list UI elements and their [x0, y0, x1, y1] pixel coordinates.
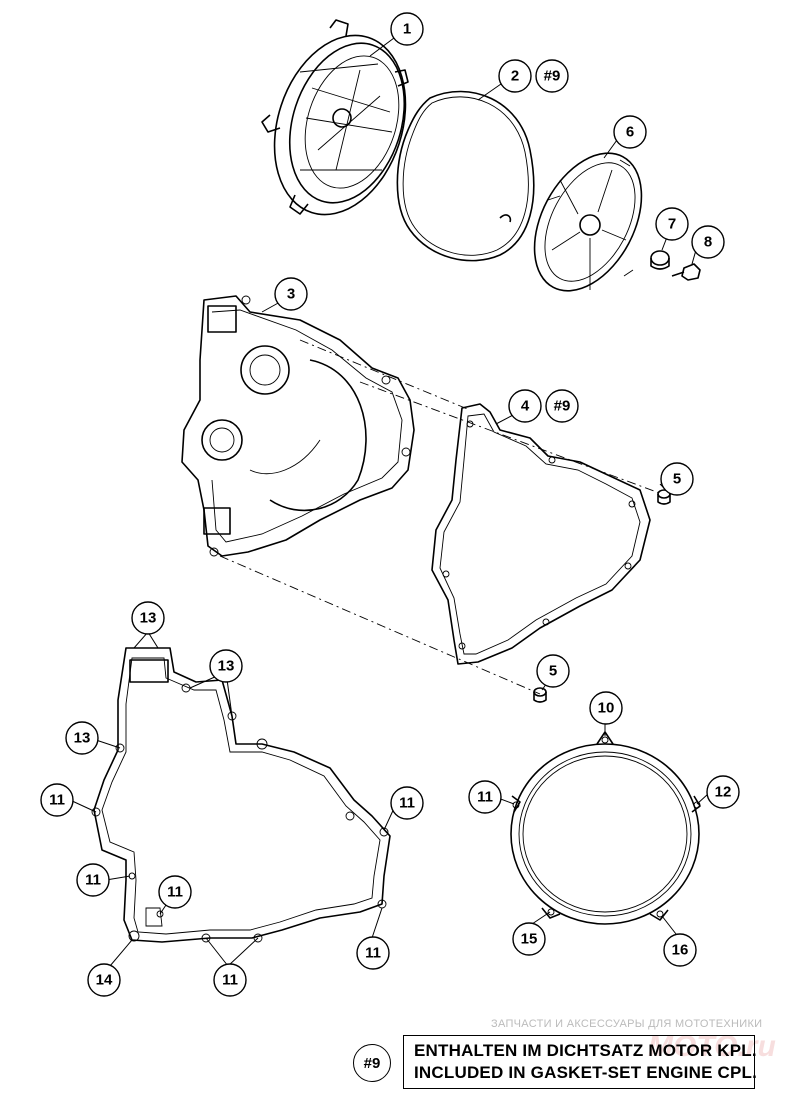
alignment-line-mid — [359, 381, 663, 495]
legend-line-2: INCLUDED IN GASKET-SET ENGINE CPL. — [414, 1063, 758, 1082]
callout-3: 3 — [274, 277, 308, 311]
callout-11-right-lower: 11 — [356, 936, 390, 970]
svg-text:1: 1 — [403, 21, 411, 38]
legend-tag: #9 — [353, 1044, 391, 1082]
callout-14: 14 — [87, 963, 121, 997]
leader-lines — [69, 37, 709, 967]
callout-13-top: 13 — [131, 601, 165, 635]
callout-5-lower: 5 — [536, 654, 570, 688]
clutch-cover-housing — [181, 295, 415, 557]
svg-text:11: 11 — [222, 972, 238, 989]
callout-11-inner: 11 — [158, 875, 192, 909]
svg-text:2: 2 — [511, 68, 519, 85]
svg-text:#9: #9 — [554, 398, 571, 415]
o-ring-seal — [396, 90, 535, 262]
clutch-cover-gasket — [431, 403, 651, 665]
svg-text:11: 11 — [477, 789, 493, 806]
outer-clutch-cover — [261, 19, 409, 216]
svg-text:5: 5 — [673, 471, 681, 488]
svg-text:16: 16 — [672, 942, 689, 959]
callout-8: 8 — [691, 225, 725, 259]
callout-2: 2 — [498, 59, 532, 93]
callout-7: 7 — [655, 207, 689, 241]
svg-text:11: 11 — [167, 884, 183, 901]
svg-text:15: 15 — [521, 931, 538, 948]
svg-text:11: 11 — [49, 792, 65, 809]
svg-text:6: 6 — [626, 124, 634, 141]
svg-text:11: 11 — [85, 872, 101, 889]
callout-11-left-mid: 11 — [76, 863, 110, 897]
alignment-line-top — [299, 339, 471, 411]
crankcase-gasket-left — [91, 647, 391, 943]
callout-13-right: 13 — [209, 649, 243, 683]
callout-1: 1 — [390, 12, 424, 46]
dowel-pin-lower — [533, 687, 547, 703]
callout-10: 10 — [589, 691, 623, 725]
svg-text:13: 13 — [140, 610, 157, 627]
callout-2-ref: #9 — [535, 59, 569, 93]
ignition-cover-gasket — [510, 731, 701, 925]
callout-4: 4 — [508, 389, 542, 423]
watermark-text: ЗАПЧАСТИ И АКСЕССУАРЫ ДЛЯ МОТОТЕХНИКИ — [491, 1018, 763, 1030]
svg-text:11: 11 — [365, 945, 381, 962]
callout-11-ring: 11 — [468, 780, 502, 814]
svg-text:13: 13 — [74, 730, 91, 747]
callout-6: 6 — [613, 115, 647, 149]
legend-box: ENTHALTEN IM DICHTSATZ MOTOR KPL. INCLUD… — [403, 1035, 758, 1089]
callout-11-left-upper: 11 — [40, 783, 74, 817]
legend-line-1: ENTHALTEN IM DICHTSATZ MOTOR KPL. — [414, 1041, 757, 1060]
callout-16: 16 — [663, 933, 697, 967]
svg-text:#9: #9 — [544, 68, 561, 85]
svg-text:4: 4 — [521, 398, 530, 415]
svg-text:14: 14 — [96, 972, 113, 989]
svg-text:7: 7 — [668, 216, 676, 233]
callout-5-upper: 5 — [660, 462, 694, 496]
callout-4-ref: #9 — [545, 389, 579, 423]
clutch-protection-disc — [533, 152, 643, 292]
alignment-line-bottom — [219, 555, 541, 695]
svg-text:5: 5 — [549, 663, 557, 680]
callout-15: 15 — [512, 922, 546, 956]
callout-12: 12 — [706, 775, 740, 809]
svg-text:12: 12 — [715, 784, 732, 801]
spacer-and-bolt — [650, 250, 701, 281]
svg-text:10: 10 — [598, 700, 615, 717]
callout-13-left: 13 — [65, 721, 99, 755]
svg-text:8: 8 — [704, 234, 712, 251]
svg-text:3: 3 — [287, 286, 295, 303]
svg-text:13: 13 — [218, 658, 235, 675]
svg-text:11: 11 — [399, 795, 415, 812]
callout-11-right-upper: 11 — [390, 786, 424, 820]
callout-11-bottom: 11 — [213, 963, 247, 997]
